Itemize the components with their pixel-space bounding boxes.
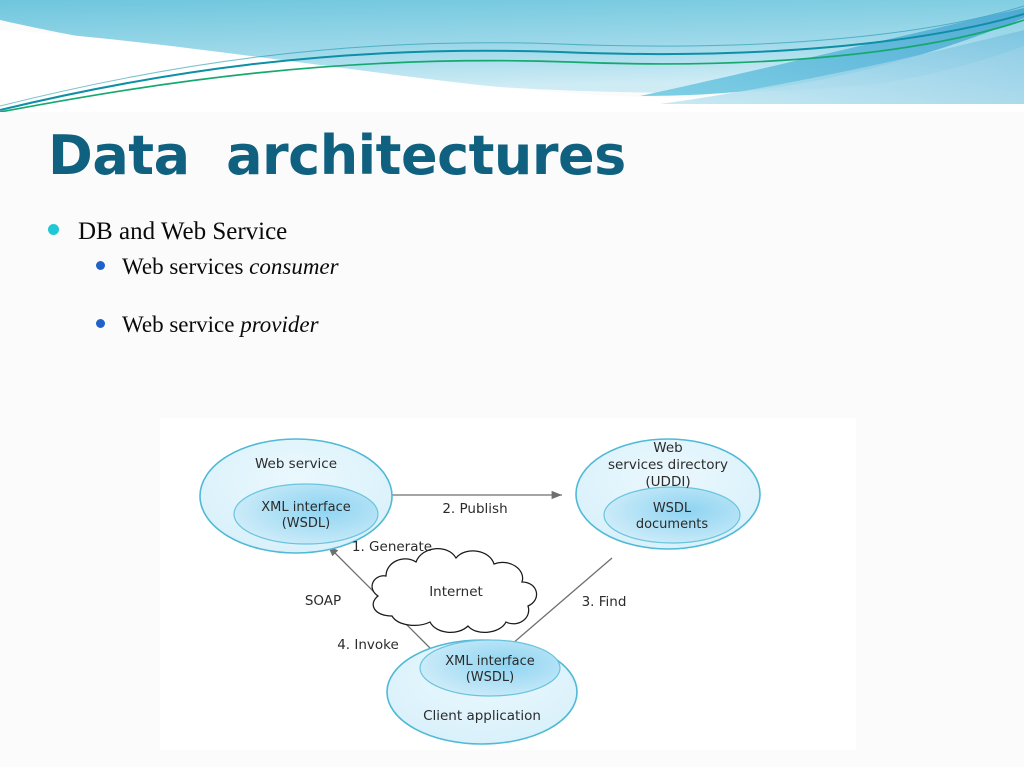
list-spacer (48, 286, 808, 312)
list-item: DB and Web Service (48, 218, 808, 246)
arrow-find (504, 557, 613, 651)
banner-wave-white (0, 30, 1024, 112)
list-item: Web services consumer (96, 254, 808, 280)
web-service-inner-ellipse (233, 483, 379, 545)
node-web-service: Web service XML interface (WSDL) (199, 438, 393, 554)
list-item-emphasis: provider (240, 312, 319, 337)
list-item-label: Web services consumer (122, 254, 339, 280)
arrow-label-invoke: 4. Invoke (337, 637, 399, 653)
directory-label-line1: Web (653, 440, 682, 456)
internet-cloud: Internet (371, 548, 538, 633)
node-client-application: XML interface (WSDL) Client application (386, 639, 578, 745)
client-label: Client application (423, 708, 541, 724)
directory-inner-label-line1: WSDL (653, 501, 692, 516)
directory-inner-ellipse (603, 486, 741, 544)
web-service-label: Web service (255, 456, 337, 472)
directory-label-line2: services directory (608, 457, 728, 473)
banner-line-green (0, 19, 1024, 112)
client-inner-label-line1: XML interface (445, 654, 534, 669)
list-item-emphasis: consumer (249, 254, 339, 279)
web-service-inner-label-line2: (WSDL) (282, 516, 331, 531)
web-service-inner-label-line1: XML interface (261, 500, 350, 515)
bullet-dot-icon (96, 319, 105, 328)
bullet-dot-icon (96, 261, 105, 270)
bullet-dot-icon (48, 224, 59, 235)
banner-line-teal (0, 13, 1024, 111)
diagram-graphic: Internet Web service XML interface (WSDL… (199, 438, 761, 745)
web-services-architecture-diagram: Internet Web service XML interface (WSDL… (160, 418, 856, 750)
list-item-label: DB and Web Service (78, 218, 288, 245)
bullet-list: DB and Web Service Web services consumer… (48, 218, 808, 344)
client-inner-ellipse (419, 639, 561, 697)
client-inner-label-line2: (WSDL) (466, 670, 515, 685)
cloud-label: Internet (429, 584, 483, 600)
page-title: Data architectures (48, 124, 626, 187)
banner-graphic (0, 0, 1024, 112)
list-item-text: Web service (122, 312, 241, 337)
directory-inner-label-line2: documents (636, 517, 709, 532)
decorative-banner (0, 0, 1024, 112)
list-item: Web service provider (96, 312, 808, 338)
arrow-label-publish: 2. Publish (442, 501, 507, 517)
banner-wave-blue-right-2 (660, 30, 1024, 104)
arrow-label-generate: 1. Generate (352, 539, 432, 555)
list-item-text: Web services (122, 254, 250, 279)
list-item-label: Web service provider (122, 312, 319, 338)
arrow-label-find: 3. Find (582, 594, 627, 610)
banner-line-teal-thin (0, 5, 1024, 107)
directory-label-line3: (UDDI) (645, 474, 690, 490)
node-services-directory: Web services directory (UDDI) WSDL docum… (575, 438, 761, 550)
arrow-label-soap: SOAP (305, 593, 341, 609)
